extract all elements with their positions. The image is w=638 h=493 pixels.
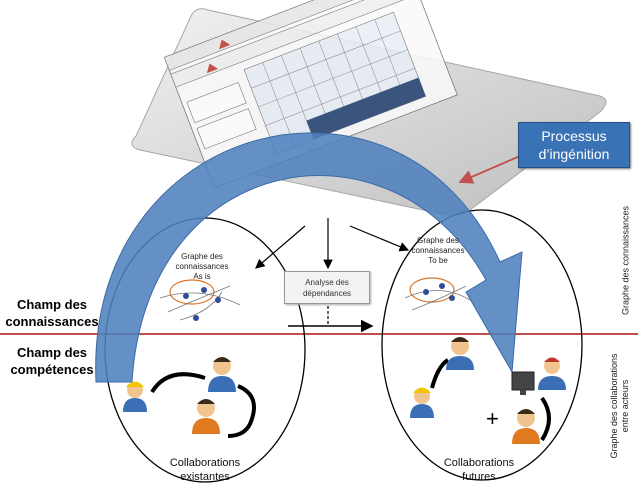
processus-box: Processus d’ingénition <box>518 122 630 168</box>
collab-futures-label: Collaborations futures <box>424 456 534 484</box>
analyse-dependances-box: Analyse des dépendances <box>284 271 370 304</box>
graphe-as-is-line3: As is <box>193 272 211 281</box>
collab-futures-line1: Collaborations <box>443 457 515 469</box>
processus-pointer-arrow <box>458 155 521 184</box>
knowledge-graph-to-be <box>404 277 471 311</box>
side-collab-line2: entre acteurs <box>620 379 630 433</box>
plus-sign: + <box>486 406 499 431</box>
graphe-as-is-line2: connaissances <box>175 262 229 271</box>
collab-existantes-line2: existantes <box>180 471 230 483</box>
graphe-to-be-line3: To be <box>428 256 448 265</box>
champ-competences-line1: Champ des <box>16 345 88 360</box>
person-right-bottom <box>512 409 540 444</box>
collab-existantes-label: Collaborations existantes <box>150 456 260 484</box>
champ-connaissances-label: Champ des connaissances <box>2 296 102 330</box>
side-label-collaborations: Graphe des collaborations entre acteurs <box>609 331 631 481</box>
graphe-as-is-label: Graphe des connaissances As is <box>166 252 238 282</box>
person-right-computer <box>511 357 566 395</box>
person-right-top <box>446 337 474 370</box>
analyse-line1: Analyse des <box>305 278 349 287</box>
champ-connaissances-line1: Champ des <box>16 297 88 312</box>
engineering-process-arrow <box>95 132 523 383</box>
graphe-to-be-label: Graphe des connaissances To be <box>402 236 474 266</box>
dependency-arrows <box>255 218 410 333</box>
champ-competences-line2: compétences <box>10 362 94 377</box>
champ-connaissances-line2: connaissances <box>5 314 99 329</box>
side-label-connaissances: Graphe des connaissances <box>620 205 631 316</box>
person-worker-left <box>123 381 147 412</box>
knowledge-graph-as-is <box>159 279 241 321</box>
graphe-as-is-line1: Graphe des <box>181 252 223 261</box>
processus-line1: Processus <box>541 128 607 144</box>
to-be-ellipse <box>381 209 583 481</box>
side-collab-line1: Graphe des collaborations <box>609 353 619 459</box>
champ-competences-label: Champ des compétences <box>2 344 102 378</box>
person-left-bottom <box>192 399 220 434</box>
collab-futures-line2: futures <box>462 471 496 483</box>
person-left-top <box>208 357 236 392</box>
collaboration-links <box>150 358 551 442</box>
collab-existantes-line1: Collaborations <box>169 457 241 469</box>
processus-line2: d’ingénition <box>538 146 610 162</box>
graphe-to-be-line2: connaissances <box>411 246 465 255</box>
graphe-to-be-line1: Graphe des <box>417 236 459 245</box>
analyse-line2: dépendances <box>302 289 352 298</box>
person-worker-right <box>410 387 434 418</box>
